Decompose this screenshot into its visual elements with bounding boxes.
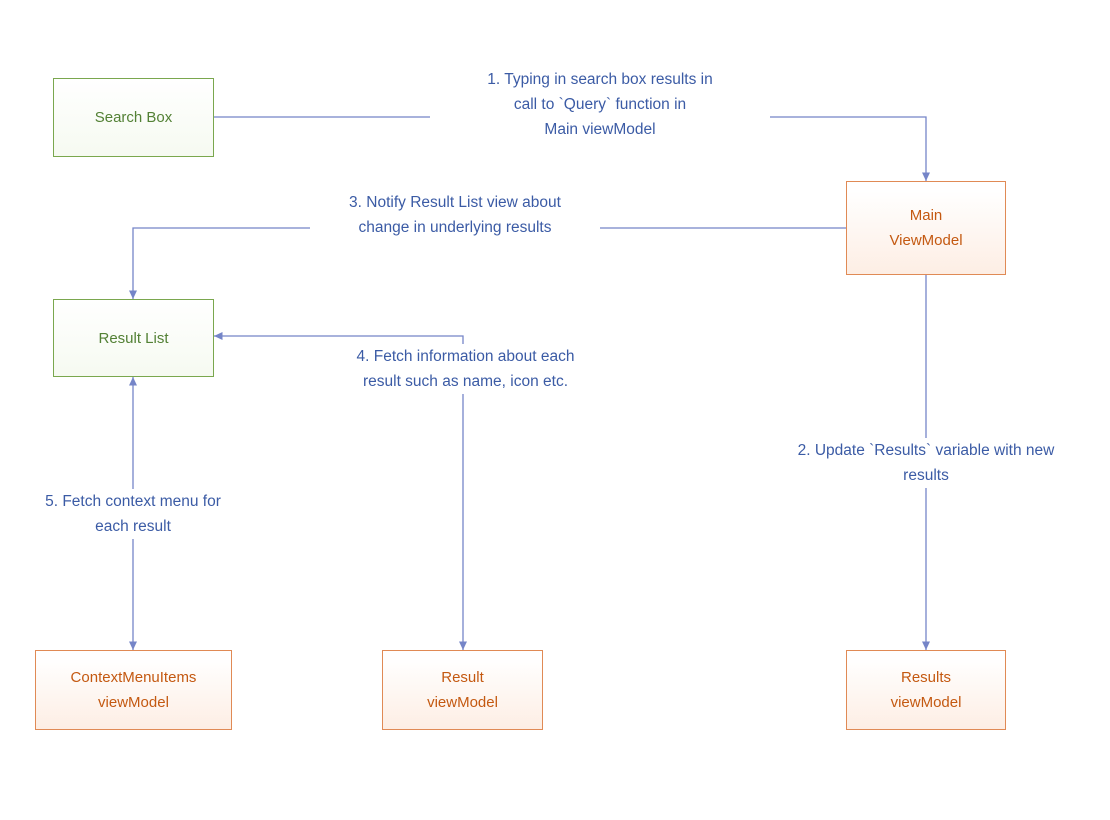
annotation-step2: 2. Update `Results` variable with new re… — [746, 438, 1106, 488]
node-results-viewmodel: Results viewModel — [846, 650, 1006, 730]
annotation-step3: 3. Notify Result List view about change … — [310, 190, 600, 240]
node-results-viewmodel-label: Results viewModel — [890, 669, 962, 711]
annotation-step4: 4. Fetch information about each result s… — [318, 344, 613, 394]
node-result-list-label: Result List — [98, 329, 169, 347]
annotation-step1: 1. Typing in search box results in call … — [430, 67, 770, 142]
node-result-viewmodel: Result viewModel — [382, 650, 543, 730]
node-contextmenuitems-viewmodel: ContextMenuItems viewModel — [35, 650, 232, 730]
annotation-step5: 5. Fetch context menu for each result — [18, 489, 248, 539]
arrow-step4-resultlist-resultviewmodel — [214, 332, 467, 650]
node-result-viewmodel-label: Result viewModel — [427, 669, 498, 711]
node-contextmenuitems-viewmodel-label: ContextMenuItems viewModel — [70, 669, 197, 711]
node-search-box: Search Box — [53, 78, 214, 157]
node-main-viewmodel: Main ViewModel — [846, 181, 1006, 275]
node-search-box-label: Search Box — [94, 109, 173, 126]
node-result-list: Result List — [53, 299, 214, 377]
arrow-step3-mainviewmodel-to-resultlist — [129, 227, 846, 299]
node-main-viewmodel-label: Main ViewModel — [889, 207, 963, 249]
